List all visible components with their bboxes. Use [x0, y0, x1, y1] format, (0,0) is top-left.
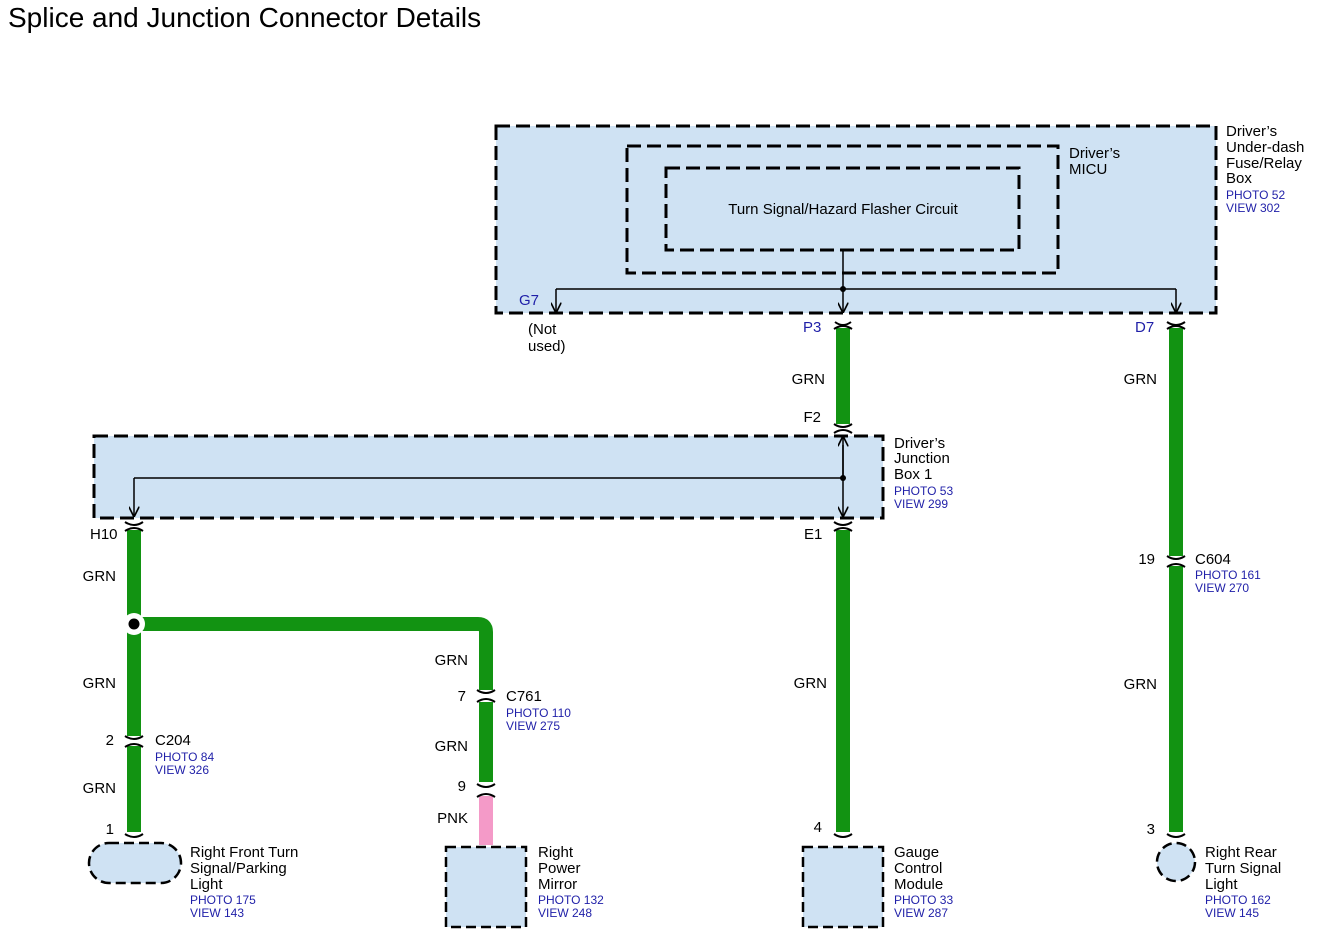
gauge-component	[801, 845, 885, 929]
rf-light-label-2: Signal/Parking	[190, 860, 287, 877]
c204-pin: 2	[106, 732, 114, 749]
gauge-label-1: Gauge	[894, 844, 939, 861]
fuse-box-photo[interactable]: PHOTO 52	[1226, 188, 1285, 202]
junction-box	[92, 434, 885, 520]
c761-name: C761	[506, 688, 542, 705]
fuse-box-label-2: Under-dash	[1226, 139, 1304, 156]
connector-c761-9-top	[476, 783, 496, 788]
connector-f2-lower	[833, 429, 853, 434]
mirror-label-2: Power	[538, 860, 581, 877]
pin-d7: D7	[1135, 319, 1154, 336]
mirror-component	[444, 845, 528, 929]
c761-pin-9: 9	[458, 778, 466, 795]
fuse-box-view[interactable]: VIEW 302	[1226, 201, 1280, 215]
junction-box-view[interactable]: VIEW 299	[894, 497, 948, 511]
pin-p3: P3	[803, 319, 821, 336]
c761-photo[interactable]: PHOTO 110	[506, 706, 571, 720]
gauge-view[interactable]: VIEW 287	[894, 906, 948, 920]
connector-e1	[833, 521, 853, 526]
junction-box-photo[interactable]: PHOTO 53	[894, 484, 953, 498]
wire-label-grn: GRN	[435, 652, 468, 669]
c604-view[interactable]: VIEW 270	[1195, 581, 1249, 595]
mirror-label-1: Right	[538, 844, 574, 861]
pin-f2: F2	[803, 409, 821, 426]
connector-d7-lower	[1166, 325, 1186, 330]
pin-e1: E1	[804, 526, 822, 543]
connector-d7	[1166, 321, 1186, 326]
junction-box-label-3: Box 1	[894, 466, 932, 483]
wire-label-grn: GRN	[83, 568, 116, 585]
junction-box-label-2: Junction	[894, 450, 950, 467]
wire-label-pnk: PNK	[437, 810, 468, 827]
wire-label-grn: GRN	[794, 675, 827, 692]
connector-c761-top	[476, 689, 496, 694]
rf-light-component	[87, 841, 183, 885]
fuse-box-label-3: Fuse/Relay	[1226, 155, 1302, 172]
connector-c604-bottom	[1166, 563, 1186, 568]
gauge-label-3: Module	[894, 876, 943, 893]
mirror-photo[interactable]: PHOTO 132	[538, 893, 604, 907]
flasher-circuit-box	[664, 166, 1021, 252]
c604-photo[interactable]: PHOTO 161	[1195, 568, 1261, 582]
rr-light-label-1: Right Rear	[1205, 844, 1277, 861]
gauge-label-2: Control	[894, 860, 942, 877]
connector-c761-9-bottom	[476, 793, 496, 798]
connector-p3-lower	[833, 325, 853, 330]
rr-light-component	[1155, 841, 1197, 883]
junction-box-label-1: Driver’s	[894, 435, 945, 452]
fuse-box-label-4: Box	[1226, 170, 1252, 187]
flasher-circuit-label: Turn Signal/Hazard Flasher Circuit	[728, 201, 958, 218]
wire-label-grn: GRN	[83, 780, 116, 797]
connector-c604-top	[1166, 555, 1186, 560]
wire-label-grn: GRN	[1124, 371, 1157, 388]
c761-pin-7: 7	[458, 688, 466, 705]
rr-light-view[interactable]: VIEW 145	[1205, 906, 1259, 920]
wire-label-grn: GRN	[83, 675, 116, 692]
rr-light-photo[interactable]: PHOTO 162	[1205, 893, 1271, 907]
connector-c204-top	[124, 735, 144, 740]
connector-c761-bottom	[476, 698, 496, 703]
c604-pin: 19	[1138, 551, 1155, 568]
not-used-1: (Not	[528, 321, 557, 338]
connector-e1-lower	[833, 527, 853, 532]
fuse-box-label-1: Driver’s	[1226, 123, 1277, 140]
gauge-pin: 4	[814, 819, 822, 836]
rr-light-pin: 3	[1147, 821, 1155, 838]
connector-rf-pin1	[124, 833, 144, 838]
rf-light-pin: 1	[106, 821, 114, 838]
connector-gauge-pin4	[833, 833, 853, 838]
connector-rr-pin3	[1166, 833, 1186, 838]
not-used-2: used)	[528, 338, 566, 355]
wire-label-grn: GRN	[792, 371, 825, 388]
connector-f2	[833, 423, 853, 428]
mirror-label-3: Mirror	[538, 876, 577, 893]
splice-dot	[128, 618, 140, 630]
rf-light-photo[interactable]: PHOTO 175	[190, 893, 256, 907]
pin-h10: H10	[90, 526, 118, 543]
c204-name: C204	[155, 732, 191, 749]
wire-grn-splice-c761	[134, 617, 493, 690]
connector-h10-lower	[124, 527, 144, 532]
connector-p3	[834, 321, 852, 326]
connector-h10	[124, 521, 144, 526]
connector-c204-bottom	[124, 743, 144, 748]
gauge-photo[interactable]: PHOTO 33	[894, 893, 953, 907]
wire-label-grn: GRN	[435, 738, 468, 755]
rr-light-label-2: Turn Signal	[1205, 860, 1281, 877]
wire-label-grn: GRN	[1124, 676, 1157, 693]
c204-view[interactable]: VIEW 326	[155, 763, 209, 777]
rf-light-label-1: Right Front Turn	[190, 844, 298, 861]
rf-light-label-3: Light	[190, 876, 223, 893]
rr-light-label-3: Light	[1205, 876, 1238, 893]
micu-label-2: MICU	[1069, 161, 1107, 178]
page-title: Splice and Junction Connector Details	[8, 2, 482, 33]
rf-light-view[interactable]: VIEW 143	[190, 906, 244, 920]
c761-view[interactable]: VIEW 275	[506, 719, 560, 733]
micu-label-1: Driver’s	[1069, 145, 1120, 162]
c204-photo[interactable]: PHOTO 84	[155, 750, 214, 764]
pin-g7: G7	[519, 292, 539, 309]
c604-name: C604	[1195, 551, 1231, 568]
mirror-view[interactable]: VIEW 248	[538, 906, 592, 920]
